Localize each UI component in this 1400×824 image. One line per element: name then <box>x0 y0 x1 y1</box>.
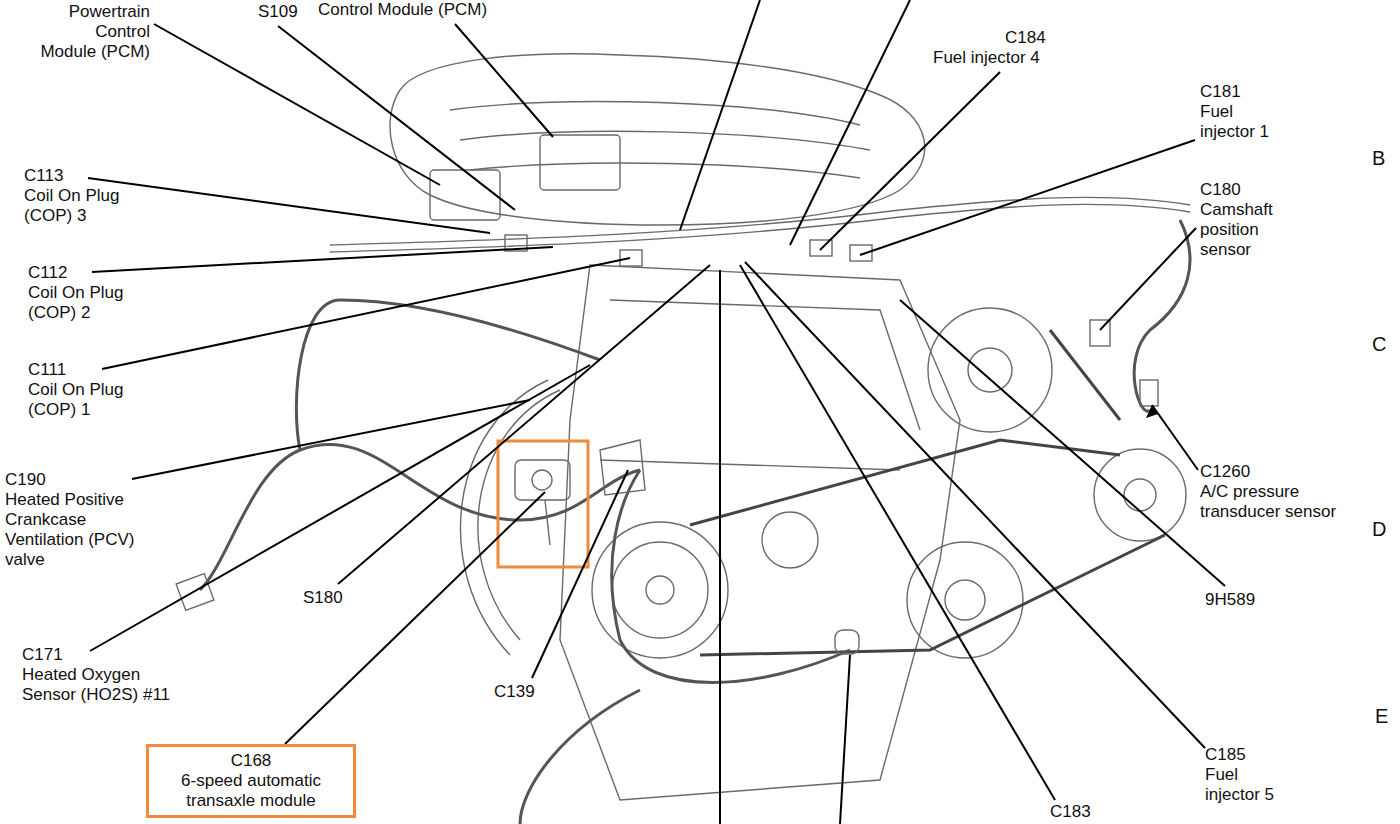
part-name: A/C pressure transducer sensor <box>1200 482 1375 522</box>
callout-number: C181 <box>1200 82 1241 102</box>
callout-number: C1260 <box>1200 462 1250 482</box>
part-name: Camshaft position sensor <box>1200 200 1300 260</box>
grid-letter: B <box>1372 147 1385 169</box>
callout-number: C113 <box>24 166 63 186</box>
part-name: Coil On Plug (COP) 1 <box>28 380 143 420</box>
part-name: Heated Oxygen Sensor (HO2S) #11 <box>22 665 184 705</box>
callout-number: C183 <box>1050 802 1091 822</box>
highlight-box: C1686-speed automatic transaxle module <box>146 744 356 818</box>
grid-letter: D <box>1372 518 1386 540</box>
callout-number: C185 <box>1205 745 1246 765</box>
part-name: Fuel injector 5 <box>1205 765 1295 805</box>
part-name: Coil On Plug (COP) 3 <box>24 186 139 226</box>
callout-number: C111 <box>28 360 66 380</box>
callout-number: C171 <box>22 645 63 665</box>
callout-number: C168 <box>155 751 347 771</box>
part-name: Heated Positive Crankcase Ventilation (P… <box>5 490 155 570</box>
part-name: 6-speed automatic transaxle module <box>155 771 347 811</box>
callout-number: S109 <box>258 2 298 22</box>
callout-number: C180 <box>1200 180 1241 200</box>
part-name: Control Module (PCM) <box>318 0 487 20</box>
part-name: Powertrain Control Module (PCM) <box>37 2 150 62</box>
callout-number: 9H589 <box>1205 590 1255 610</box>
part-name: Fuel injector 1 <box>1200 102 1290 142</box>
callout-number: S180 <box>303 588 343 608</box>
callout-number: C112 <box>28 263 67 283</box>
callout-number: C190 <box>5 470 46 490</box>
grid-letter: C <box>1372 333 1386 355</box>
callout-number: C139 <box>494 682 535 702</box>
part-name: Coil On Plug (COP) 2 <box>28 283 143 323</box>
part-name: Fuel injector 4 <box>933 48 1040 68</box>
grid-letter: E <box>1375 705 1388 727</box>
callout-number: C184 <box>1005 28 1046 48</box>
